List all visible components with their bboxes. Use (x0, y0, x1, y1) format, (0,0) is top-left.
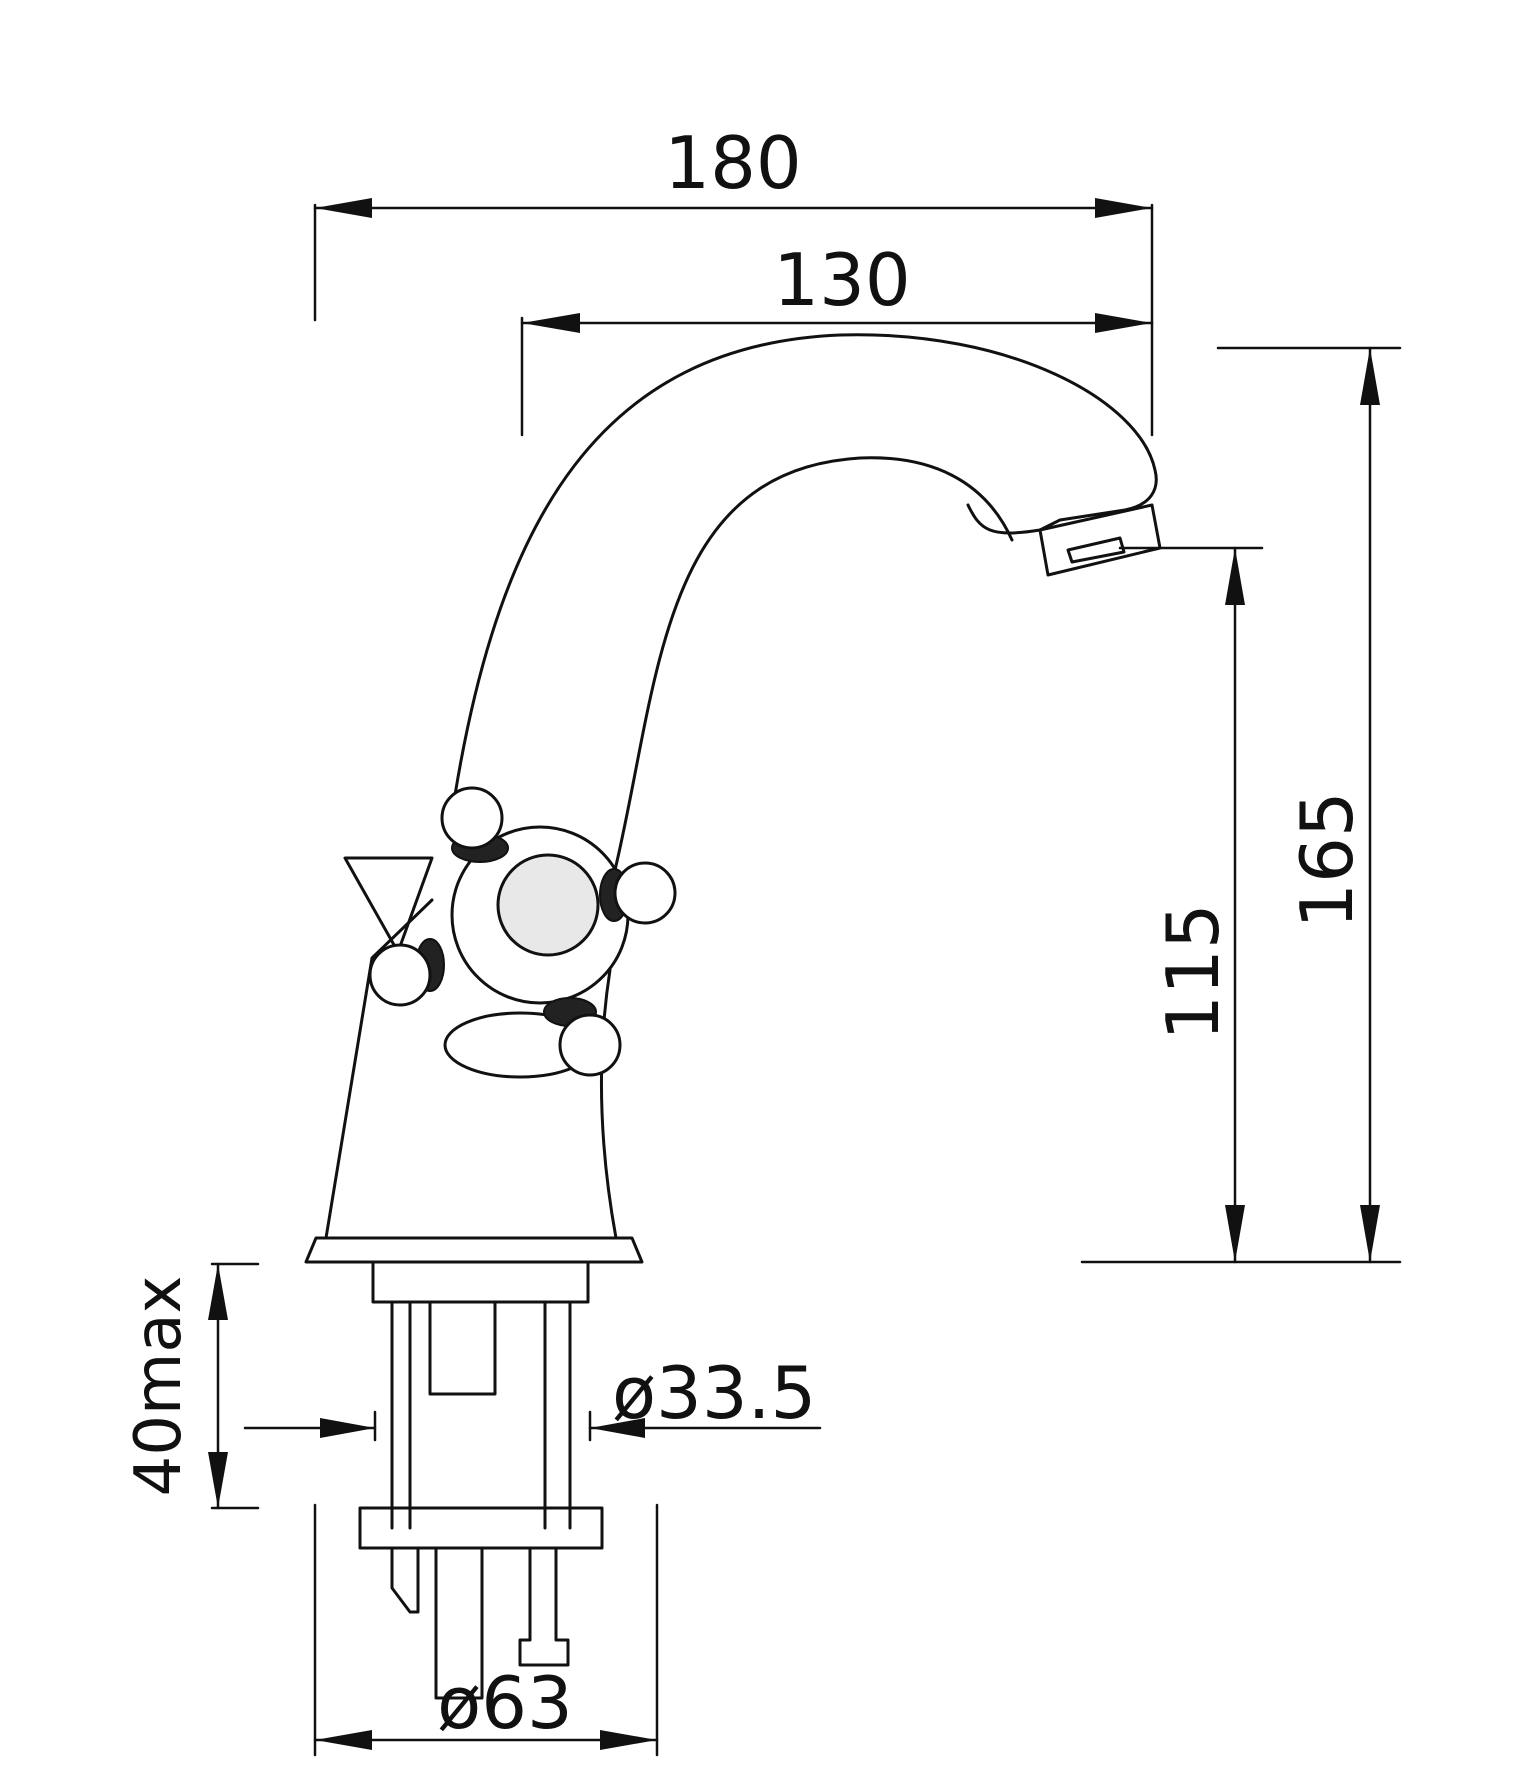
spout-outer (453, 333, 1158, 797)
dim-base-diameter: ø63 (437, 1661, 573, 1745)
supply-tails (390, 1546, 570, 1700)
handle-ball-left (368, 943, 432, 1007)
handle-ball-bottom (558, 1013, 622, 1077)
faucet-outline (304, 333, 1162, 1700)
dim-shank-diameter: ø33.5 (612, 1351, 816, 1435)
mixer-lever (343, 856, 434, 954)
faucet-body (324, 898, 618, 1240)
shank (371, 1260, 590, 1530)
dim-overall-height: 165 (1285, 791, 1369, 928)
base-flange (304, 1236, 644, 1264)
dim-overall-length: 180 (664, 121, 801, 205)
dim-spout-reach: 130 (773, 238, 910, 322)
fixing-plate (358, 1506, 604, 1550)
dim-spout-height: 115 (1151, 903, 1235, 1040)
aerator (1038, 503, 1162, 577)
cross-handle (368, 786, 677, 1079)
spout-inner (613, 456, 1014, 872)
handle-ball-top (440, 786, 504, 850)
dimension-lines (208, 198, 1402, 1757)
handle-cap (496, 853, 600, 957)
dim-max-deck-thickness: 40max (122, 1276, 196, 1497)
handle-ball-right (613, 861, 677, 925)
